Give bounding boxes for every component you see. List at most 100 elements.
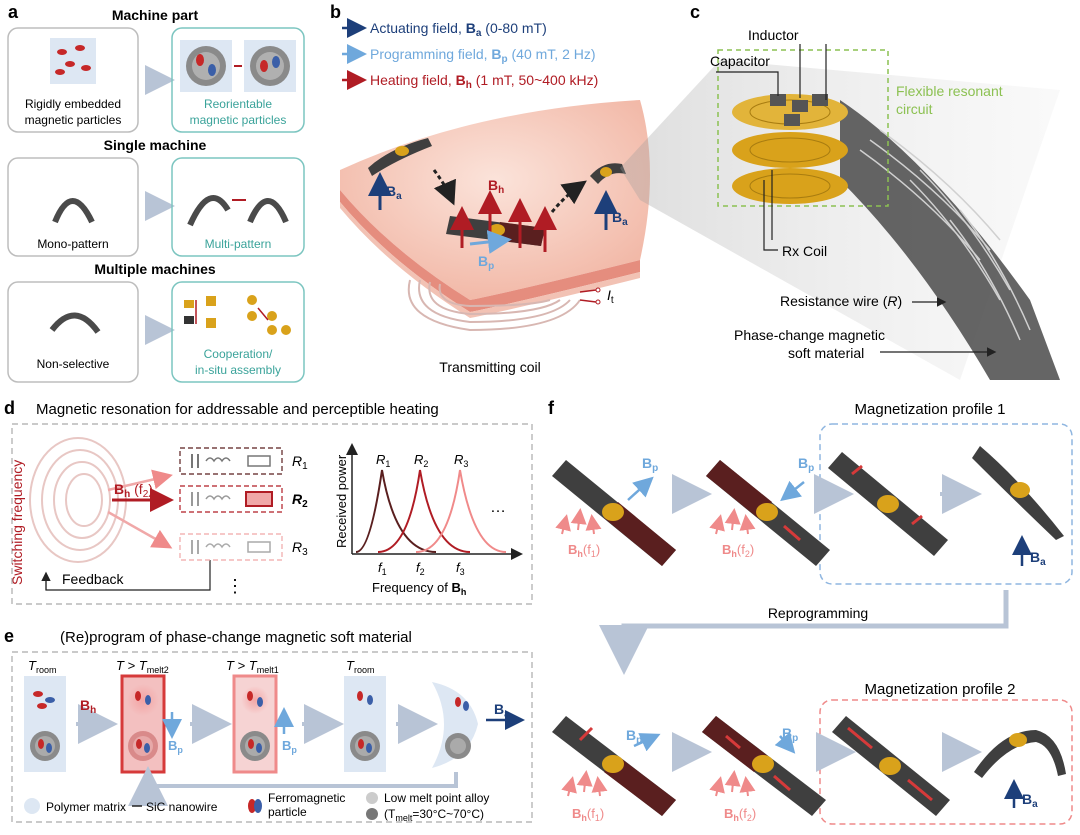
phase-change-label-1: Phase-change magnetic <box>734 327 885 343</box>
tmelt2-label: T > Tmelt2 <box>116 658 169 675</box>
e-return-arrow <box>128 766 458 806</box>
circuit-r1 <box>179 447 283 475</box>
f-bp-3: Bp <box>626 727 642 746</box>
freq-axis-label: Frequency of Bh <box>372 580 466 597</box>
rx-coil <box>732 94 848 204</box>
f1-label: f1 <box>378 560 387 577</box>
f2-label: f2 <box>416 560 425 577</box>
reprogramming-label: Reprogramming <box>768 605 868 621</box>
resonance-curve-r1 <box>355 469 437 553</box>
profile1-title: Magnetization profile 1 <box>855 401 1006 418</box>
stage-5 <box>432 682 478 768</box>
f-profile1-bent <box>972 446 1064 540</box>
f-beam-2 <box>706 460 830 566</box>
curve-r2-label: R2 <box>414 452 428 469</box>
nonselective-box <box>7 281 139 383</box>
f-bh-f1-row2: Bh(f1) <box>572 806 604 823</box>
switching-frequency-label: Switching frequency <box>9 460 25 585</box>
panel-d-title: Magnetic resonation for addressable and … <box>36 401 439 418</box>
flexible-circuit-label-2: circuit <box>896 101 933 117</box>
f-bh-f2-row1: Bh(f2) <box>722 542 754 559</box>
f-profile2-beam <box>832 716 950 816</box>
panel-e-title: (Re)program of phase-change magnetic sof… <box>60 629 412 646</box>
flexible-circuit-box <box>717 49 889 207</box>
heating-field-label: Heating field, Bh (1 mT, 50~400 kHz) <box>370 72 598 91</box>
f-beam-1 <box>552 460 676 566</box>
curve-r1-label: R1 <box>376 452 390 469</box>
rigid-label-2: magnetic particles <box>25 113 122 127</box>
robot-left <box>368 138 432 176</box>
profile1-frame <box>819 423 1073 585</box>
nonselective-label: Non-selective <box>37 357 110 371</box>
reprogramming-arrow <box>599 590 1009 675</box>
troom-label: Troom <box>28 658 56 675</box>
f-bh-f1-row1: Bh(f1) <box>568 542 600 559</box>
multiple-machines-title: Multiple machines <box>94 261 216 277</box>
panel-d-letter: d <box>4 398 15 418</box>
coop-label-1: Cooperation/ <box>204 347 273 361</box>
panel-b-letter: b <box>330 2 341 22</box>
ba-label-left: Ba <box>386 183 402 202</box>
legend-ferro-1: Ferromagnetic <box>268 791 345 805</box>
f-bh-f2-row2: Bh(f2) <box>724 806 756 823</box>
f-beam-3 <box>552 716 676 816</box>
phase-change-label-2: soft material <box>788 345 864 361</box>
curve-r3-label: R3 <box>454 452 468 469</box>
f-ba-2: Ba <box>1022 791 1038 810</box>
f-bp-2: Bp <box>798 455 814 474</box>
resonance-curve-r2 <box>377 469 471 553</box>
capacitor-label: Capacitor <box>710 53 770 69</box>
it-label: It <box>607 287 614 306</box>
bh-f2-label: Bh (f2) <box>114 481 153 500</box>
e-bp-label-2: Bp <box>282 738 297 755</box>
panel-f: f Magnetization profile 1 Bp Bh(f1) Bp <box>548 398 1073 825</box>
panel-e-letter: e <box>4 626 14 646</box>
r3-label: R3 <box>292 539 308 558</box>
resistance-wire <box>859 129 1031 341</box>
r2-label: R2 <box>292 491 308 510</box>
legend-alloy-2: (Tmelt=30°C~70°C) <box>384 807 484 823</box>
programming-field-label: Programming field, Bp (40 mT, 2 Hz) <box>370 46 596 65</box>
ellipsis-label: … <box>490 499 506 516</box>
coop-box <box>171 281 305 383</box>
bh-label: Bh <box>488 177 504 196</box>
vdots: ⋮ <box>226 576 244 596</box>
f-profile1-beam <box>828 452 948 556</box>
panel-b: b Actuating field, Ba (0-80 mT) Programm… <box>330 2 650 375</box>
resonance-curve-r3 <box>415 469 507 553</box>
tissue-edge <box>340 190 640 312</box>
ba-label-right: Ba <box>612 209 628 228</box>
stage-1 <box>24 676 66 772</box>
mono-box <box>7 157 139 257</box>
rigid-particles <box>55 45 91 75</box>
panel-f-letter: f <box>548 398 555 418</box>
circuit-r2 <box>179 485 283 513</box>
panel-c: c Inductor Capacitor <box>690 2 1060 380</box>
tmelt1-label: T > Tmelt1 <box>226 658 279 675</box>
panel-d-frame <box>11 423 533 605</box>
rx-coil-label: Rx Coil <box>782 243 827 259</box>
reorient-label-2: magnetic particles <box>190 113 287 127</box>
multi-box <box>171 157 305 257</box>
panel-c-letter: c <box>690 2 700 22</box>
rigid-box <box>7 27 139 133</box>
panel-e: e (Re)program of phase-change magnetic s… <box>4 626 533 823</box>
stage-3 <box>232 674 278 774</box>
multi-label: Multi-pattern <box>205 237 272 251</box>
f-beam-4 <box>702 716 826 816</box>
stage-4 <box>344 676 386 772</box>
coop-label-2: in-situ assembly <box>195 363 281 377</box>
resistance-wire-label: Resistance wire (R) <box>780 293 902 309</box>
coop-blocks <box>184 295 291 335</box>
mono-label: Mono-pattern <box>37 237 108 251</box>
panel-a-letter: a <box>8 2 19 22</box>
e-bp-label-1: Bp <box>168 738 183 755</box>
legend-sic: SiC nanowire <box>146 800 218 814</box>
legend-ferro-2: particle <box>268 805 307 819</box>
f-ba-1: Ba <box>1030 549 1046 568</box>
e-ba-label: Ba <box>494 701 510 720</box>
chip-components <box>770 94 828 126</box>
stage-2 <box>120 674 166 774</box>
reorient-box <box>171 27 305 133</box>
